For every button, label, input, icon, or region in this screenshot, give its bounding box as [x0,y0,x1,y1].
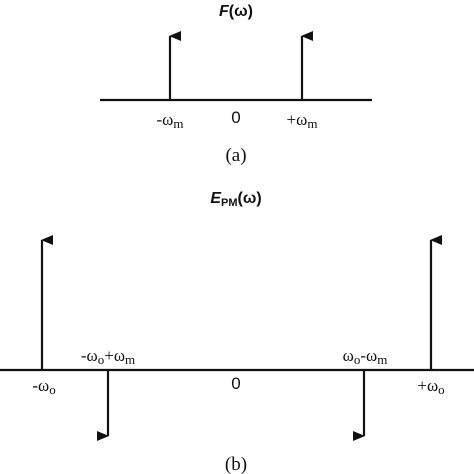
panel-b-caption: (b) [225,454,247,474]
panel-a-tick-right: +ωm [287,110,318,131]
panel-a-tick-zero: 0 [231,108,240,127]
panel-b-title-sub: PM [221,197,238,209]
panel-b-tick-far-right: +ωo [417,376,444,397]
panel-a-title-main: F [219,3,230,20]
panel-b-tick-zero: 0 [231,374,240,393]
panel-b-title: EPM(ω) [210,190,261,209]
panel-a: F(ω) -ωm 0 +ωm (a) [100,3,372,166]
panel-b: EPM(ω) -ωo+ωm ωo-ωm -ωo 0 +ωo (b) [0,190,474,474]
panel-b-title-arg: (ω) [238,190,262,207]
panel-a-tick-left: -ωm [157,110,184,131]
panel-b-tick-inner-right: ωo-ωm [343,346,388,367]
panel-b-tick-inner-left: -ωo+ωm [81,346,135,367]
panel-a-title: F(ω) [219,3,253,20]
panel-a-title-arg: (ω) [229,3,253,20]
panel-a-caption: (a) [225,145,246,166]
panel-b-title-main: E [210,190,222,207]
panel-b-tick-far-left: -ωo [32,376,55,397]
